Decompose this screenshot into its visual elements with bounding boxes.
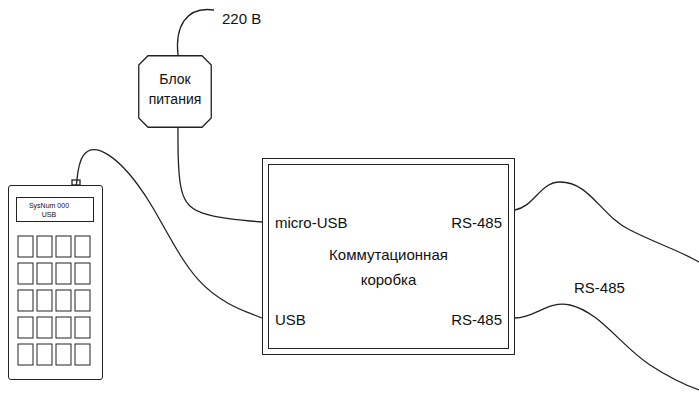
key-button (56, 236, 71, 257)
key-button (18, 263, 33, 284)
key-button (18, 344, 33, 365)
port-label: RS-485 (451, 311, 502, 329)
key-button (18, 317, 33, 338)
cable-connector (76, 150, 262, 318)
key-button (56, 344, 71, 365)
key-button (75, 290, 90, 311)
device-screen: SysNum 000 USB (16, 197, 94, 222)
key-button (37, 236, 52, 257)
key-button (56, 263, 71, 284)
key-button (37, 263, 52, 284)
key-button (37, 344, 52, 365)
key-button (37, 317, 52, 338)
port-label: USB (275, 311, 306, 329)
cable-connector (178, 128, 262, 222)
key-button (56, 290, 71, 311)
box-title: Коммутационная коробка (314, 243, 464, 293)
key-button (75, 317, 90, 338)
key-button (18, 236, 33, 257)
key-button (75, 263, 90, 284)
key-button (37, 290, 52, 311)
key-button (75, 344, 90, 365)
signal-label: RS-485 (574, 279, 625, 297)
key-button (56, 317, 71, 338)
handheld-terminal: SysNum 000 USB (8, 185, 103, 380)
box-label: Блок питания (138, 69, 212, 110)
junction-box: micro-USBRS-485Коммутационная коробкаUSB… (262, 158, 515, 355)
rs485-cable (515, 182, 699, 262)
mains-cable (177, 10, 214, 55)
port-label: micro-USB (275, 214, 348, 232)
port-label: RS-485 (451, 214, 502, 232)
power-supply-box: Блок питания (138, 55, 212, 128)
rs485-cable (515, 304, 699, 390)
box-outline (139, 56, 212, 128)
key-button (18, 290, 33, 311)
screen-text: SysNum 000 USB (27, 201, 71, 219)
voltage-label: 220 В (222, 10, 261, 28)
key-button (75, 236, 90, 257)
